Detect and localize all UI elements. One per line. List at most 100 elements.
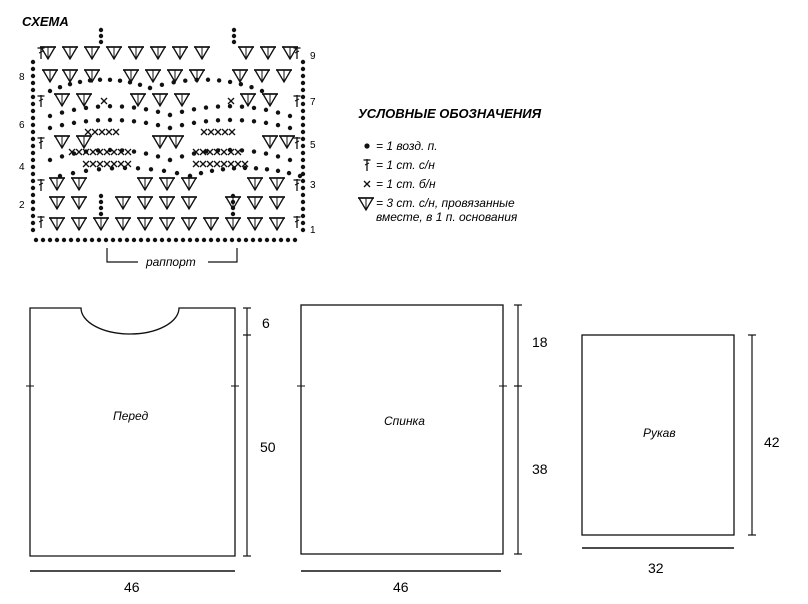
back-width: 46 [393,579,409,595]
chain-dot-mark [30,206,36,212]
chain-dot-mark [98,193,104,199]
chain-dot-mark [230,205,236,211]
chain-dot-mark [275,168,281,174]
chain-dot-mark [300,129,306,135]
chain-dot-mark [30,59,36,65]
shell-mark [261,93,279,107]
chain-dot-mark [300,150,306,156]
chain-dot-mark [159,82,165,87]
chain-dot-mark [107,117,113,123]
sc-mark [199,160,207,168]
chain-dot-mark [119,148,125,153]
chain-dot-mark [300,94,306,100]
chain-dot-mark [30,87,36,93]
chain-dot-mark [131,237,137,243]
chain-dot-mark [70,170,76,176]
chain-dot-mark [215,118,221,123]
chain-dot-mark [300,108,306,114]
back-label: Спинка [384,414,425,428]
shell-mark [275,69,293,83]
sc-mark [227,97,235,105]
chain-dot-mark [143,151,149,156]
chain-dot-mark [159,237,165,243]
sc-mark [214,128,222,136]
chain-dot-mark [215,104,221,109]
sc-mark [89,148,97,156]
row-number: 2 [19,200,25,211]
chain-dot-mark [95,104,101,109]
shell-mark [158,177,176,191]
front-width: 46 [124,579,140,595]
shell-mark [39,46,57,60]
chain-dot-mark [287,113,293,119]
shell-mark [70,196,88,210]
shell-mark [246,196,264,210]
chain-dot-mark [107,104,113,109]
chain-dot-mark [83,105,89,111]
chain-dot-mark [119,104,125,109]
legend: УСЛОВНЫЕ ОБОЗНАЧЕНИЯ = 1 возд. п. = 1 ст… [357,106,542,224]
chain-dot-mark [227,147,233,153]
legend-text: = 3 ст. с/н, провязанные [376,196,515,210]
row-numbers-right: 9 7 5 3 1 [310,51,316,236]
chain-dot-mark [30,94,36,100]
chain-dot-mark [194,77,199,83]
sleeve-label: Рукав [643,426,676,440]
sc-mark [103,160,111,168]
sc-mark [234,160,242,168]
row-number: 4 [19,162,25,173]
shell-mark [268,177,286,191]
chain-dot-mark [264,167,270,172]
shell-mark [158,196,176,210]
chain-dot-mark [300,199,306,205]
chain-dot-mark [30,220,36,226]
chain-dot-mark [75,237,81,243]
chain-dot-mark [167,125,173,131]
row-number: 5 [310,140,316,151]
chain-dot-mark [198,170,204,176]
sc-mark [221,128,229,136]
chain-dot-mark [231,27,237,33]
chain-dot-mark [243,237,249,243]
sc-mark [117,160,125,168]
back-piece: Спинка 18 38 46 [297,304,548,595]
chain-dot-mark [173,237,179,243]
chain-dot-mark [287,157,293,163]
shell-mark [261,135,279,149]
double-crochet-icon [362,158,372,172]
chain-dot-mark [300,164,306,170]
chain-dot-mark [215,148,221,153]
chain-dot-mark [239,104,245,109]
sc-mark [82,160,90,168]
crochet-chart [30,27,306,243]
chain-dot-mark [216,78,222,83]
chain-dot-mark [61,237,67,243]
shell-mark [268,196,286,210]
chain-dot-mark [191,107,197,112]
chart-decor [30,27,306,243]
shell-mark [75,93,93,107]
chain-dot-mark [222,237,228,243]
chain-dot-mark [148,167,154,172]
shell-mark [193,46,211,60]
shell-mark [231,69,249,83]
front-piece: Перед 6 50 46 [26,307,276,595]
chain-dot-mark [183,78,188,83]
shell-mark [83,46,101,60]
sc-mark [192,160,200,168]
shell-mark [171,46,189,60]
chain-dot-mark [236,237,242,243]
chain-dot-mark [263,120,269,126]
chain-dot-mark [285,237,291,243]
chain-dot-mark [300,143,306,149]
shell-mark [136,196,154,210]
chain-dot-mark [143,107,149,112]
front-height-top: 6 [262,315,270,331]
chain-dot-mark [275,154,281,159]
sc-mark [110,160,118,168]
chain-dot-mark [300,213,306,219]
chain-dot-mark [127,80,133,85]
chain-dot-mark [138,237,144,243]
sc-mark [220,148,228,156]
chain-dot-mark [263,151,269,156]
